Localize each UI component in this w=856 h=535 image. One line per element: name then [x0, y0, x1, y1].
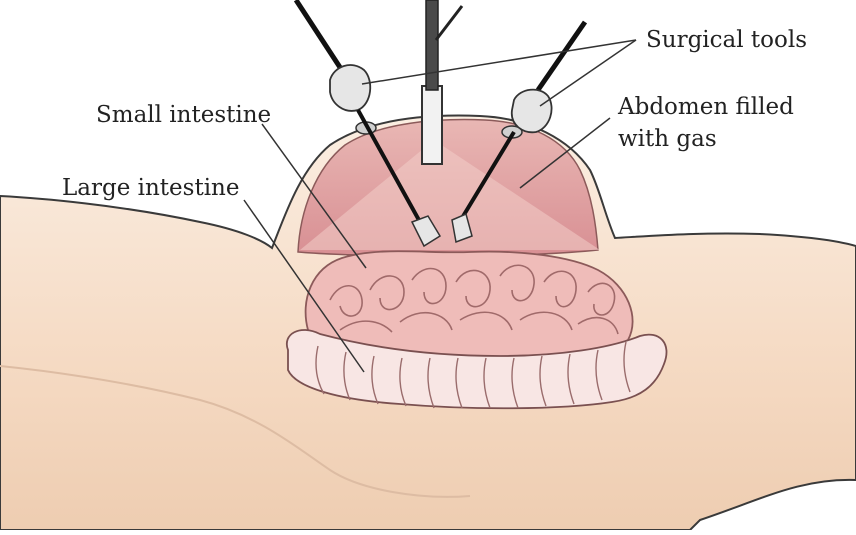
left-instrument-handle: [330, 65, 370, 111]
label-surgical-tools: Surgical tools: [646, 27, 807, 53]
right-instrument-handle: [512, 90, 552, 133]
label-abdomen-line1: Abdomen filled: [617, 94, 794, 120]
laparoscope-shaft: [422, 86, 442, 164]
left-instrument-rod-top: [296, 0, 345, 75]
laparoscope-upper: [426, 0, 438, 90]
label-abdomen-line2: with gas: [618, 126, 717, 152]
label-small-intestine: Small intestine: [96, 102, 271, 128]
label-large-intestine: Large intestine: [62, 175, 239, 201]
laparoscope-cable: [436, 6, 462, 40]
